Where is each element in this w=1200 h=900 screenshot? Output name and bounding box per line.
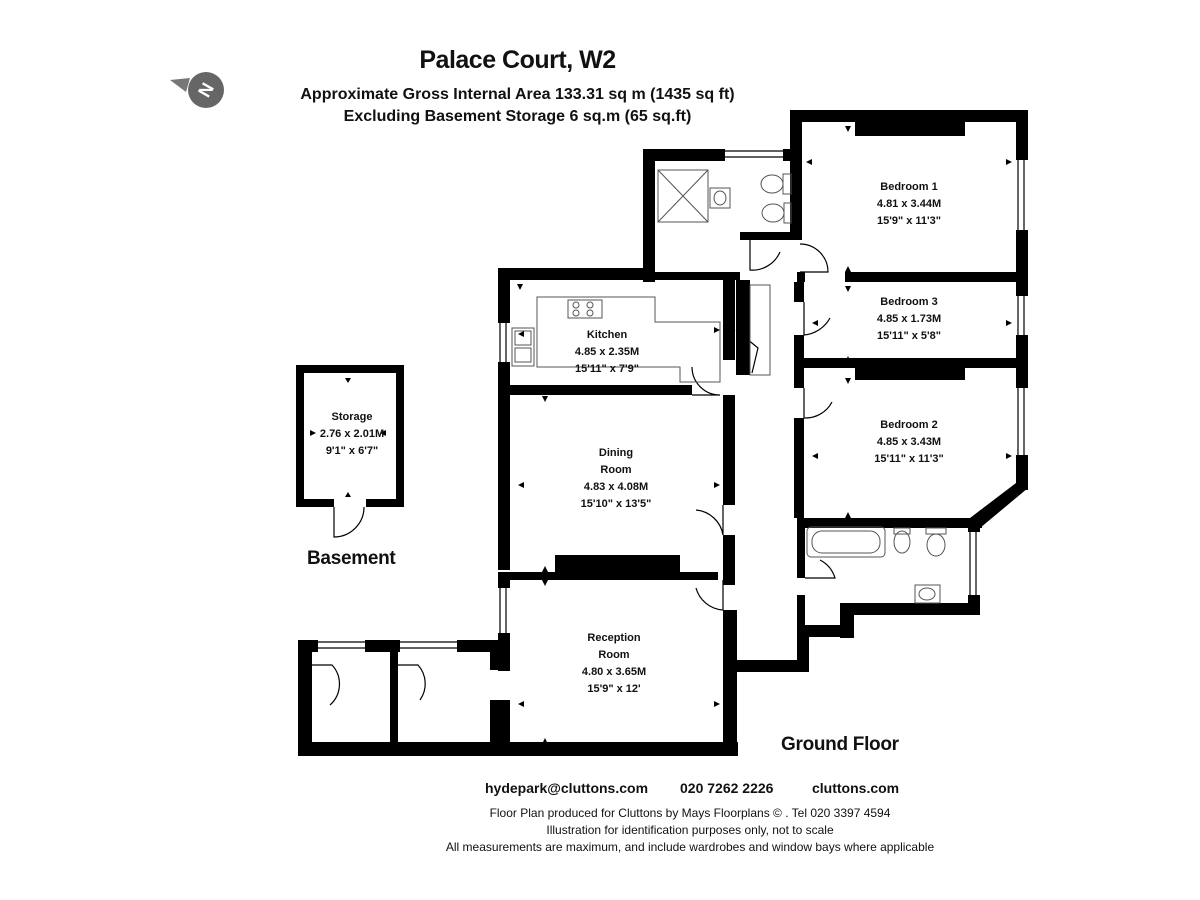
dimension-markers xyxy=(310,126,1012,744)
ground-floor-label: Ground Floor xyxy=(781,734,899,755)
windows xyxy=(318,150,1025,649)
fixtures xyxy=(511,169,947,604)
room-metric: 4.81 x 3.44M xyxy=(876,198,942,210)
room-name: Bedroom 3 xyxy=(880,296,938,308)
room-metric: 4.80 x 3.65M xyxy=(581,666,647,678)
room-name: Bedroom 1 xyxy=(880,181,938,193)
room-imperial: 9'1" x 6'7" xyxy=(325,445,379,457)
room-bedroom-1: Bedroom 1 4.81 x 3.44M 15'9" x 11'3" xyxy=(877,179,941,230)
footer-disclaimer: Illustration for identification purposes… xyxy=(546,823,834,837)
room-name: Storage xyxy=(331,411,373,423)
contact-website[interactable]: cluttons.com xyxy=(812,780,900,796)
room-bedroom-2: Bedroom 2 4.85 x 3.43M 15'11" x 11'3" xyxy=(874,417,944,468)
room-name: Kitchen xyxy=(586,329,628,341)
room-name-line1: Dining xyxy=(598,447,634,459)
room-metric: 4.83 x 4.08M xyxy=(583,481,649,493)
storage-line: Excluding Basement Storage 6 sq.m (65 sq… xyxy=(343,108,692,125)
basement-label: Basement xyxy=(307,548,396,569)
area-line: Approximate Gross Internal Area 133.31 s… xyxy=(300,86,735,103)
room-metric: 4.85 x 3.43M xyxy=(876,436,942,448)
room-imperial: 15'10" x 13'5" xyxy=(580,498,652,510)
footer-credit: Floor Plan produced for Cluttons by Mays… xyxy=(489,806,891,820)
room-metric: 4.85 x 1.73M xyxy=(876,313,942,325)
room-imperial: 15'9" x 11'3" xyxy=(877,215,941,227)
room-name: Bedroom 2 xyxy=(880,419,938,431)
room-name-line2: Room xyxy=(600,464,632,476)
doors xyxy=(312,240,836,706)
contact-email[interactable]: hydepark@cluttons.com xyxy=(485,780,649,796)
room-metric: 4.85 x 2.35M xyxy=(574,346,640,358)
north-arrow-icon: N xyxy=(170,72,224,108)
walls xyxy=(296,110,1028,756)
room-imperial: 15'11" x 11'3" xyxy=(874,453,944,465)
room-imperial: 15'11" x 7'9" xyxy=(575,363,639,375)
room-dining: Dining Room 4.83 x 4.08M 15'10" x 13'5" xyxy=(581,445,652,513)
room-metric: 2.76 x 2.01M xyxy=(319,428,385,440)
footer-measurements-note: All measurements are maximum, and includ… xyxy=(445,840,935,854)
room-kitchen: Kitchen 4.85 x 2.35M 15'11" x 7'9" xyxy=(575,327,639,378)
room-reception: Reception Room 4.80 x 3.65M 15'9" x 12' xyxy=(582,630,646,698)
room-name-line1: Reception xyxy=(587,632,641,644)
room-bedroom-3: Bedroom 3 4.85 x 1.73M 15'11" x 5'8" xyxy=(877,294,941,345)
page-title: Palace Court, W2 xyxy=(419,46,616,74)
room-storage: Storage 2.76 x 2.01M 9'1" x 6'7" xyxy=(320,409,384,460)
room-imperial: 15'11" x 5'8" xyxy=(877,330,941,342)
room-imperial: 15'9" x 12' xyxy=(587,683,641,695)
contact-phone: 020 7262 2226 xyxy=(680,780,774,796)
room-name-line2: Room xyxy=(598,649,630,661)
